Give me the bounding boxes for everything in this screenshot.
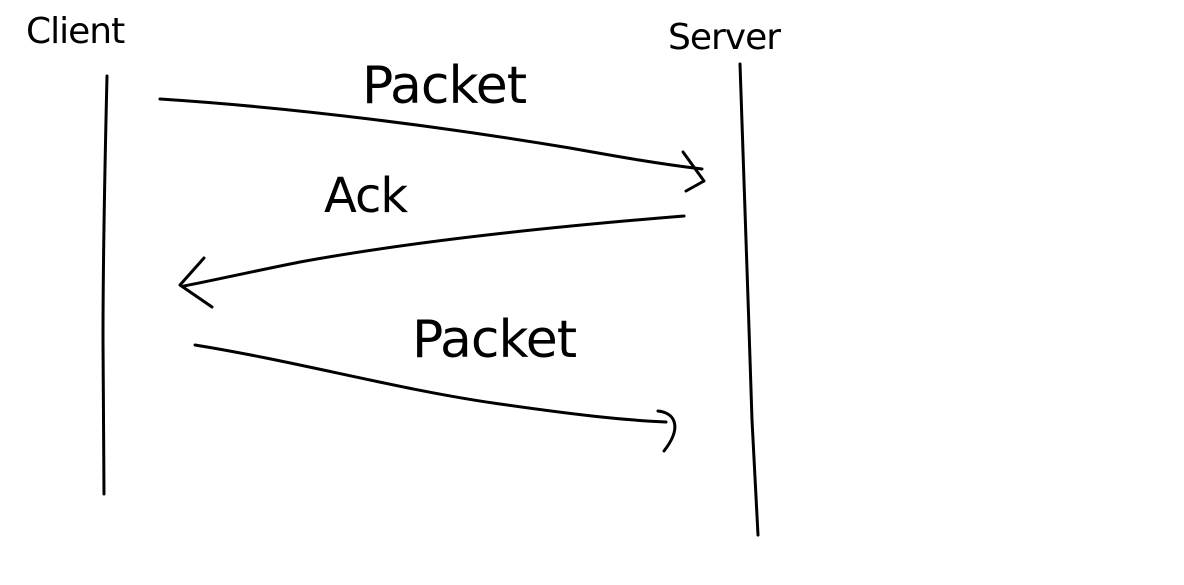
message-arrow-3: [193, 343, 677, 453]
message-1-shaft: [158, 97, 704, 171]
message-1-arrowhead: [681, 150, 706, 193]
client-lifeline: [101, 74, 109, 496]
message-2-arrowhead: [178, 256, 214, 309]
participant-label-client: Client: [26, 11, 125, 52]
message-label-2: Ack: [324, 168, 408, 224]
message-arrow-1: [158, 97, 706, 193]
message-label-1: Packet: [362, 56, 527, 116]
message-3-shaft: [193, 343, 668, 424]
participant-label-server: Server: [668, 17, 781, 58]
message-arrow-2: [178, 214, 686, 309]
message-2-shaft: [182, 214, 686, 288]
server-lifeline: [738, 62, 760, 537]
message-3-arrowhead: [656, 409, 677, 453]
message-label-3: Packet: [412, 310, 577, 370]
